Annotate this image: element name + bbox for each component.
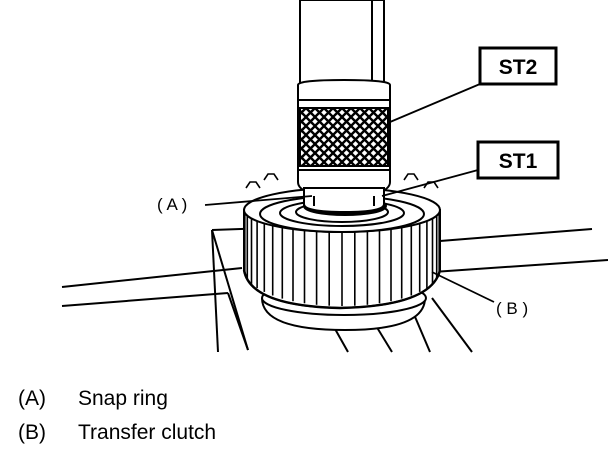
legend-key-a: (A): [18, 387, 46, 410]
press-shaft: [299, 0, 385, 89]
callout-st1-box: ST1: [476, 140, 560, 180]
callout-b: ( B ): [496, 299, 528, 318]
legend-key-b: (B): [18, 421, 46, 444]
callout-st1: ST1: [499, 150, 538, 173]
legend-text-a: Snap ring: [78, 387, 168, 410]
callout-st2: ST2: [499, 56, 538, 79]
callout-st2-box: ST2: [478, 46, 558, 86]
legend-text-b: Transfer clutch: [78, 421, 217, 444]
tool-st2: [297, 78, 391, 198]
legend-item-b: (B) Transfer clutch: [18, 421, 216, 445]
leader-lines: [204, 83, 495, 303]
legend-item-a: (A) Snap ring: [18, 387, 168, 411]
technical-illustration: ST2 ST1 ( A ) ( B ): [61, 0, 608, 353]
callout-a: ( A ): [157, 195, 187, 214]
tool-st1: [303, 187, 385, 214]
